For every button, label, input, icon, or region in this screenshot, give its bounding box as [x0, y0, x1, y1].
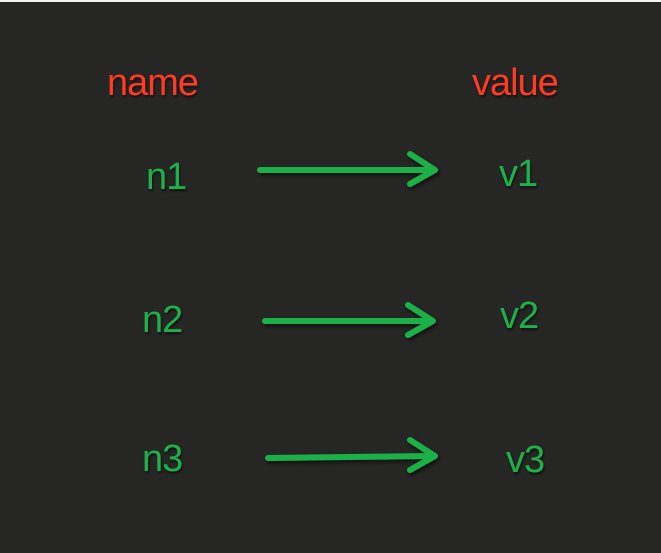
- header-value: value: [472, 62, 559, 104]
- arrow-row-1: [257, 151, 438, 187]
- row-1-value: v1: [499, 153, 538, 195]
- row-3-name: n3: [142, 438, 183, 480]
- row-1-name: n1: [146, 156, 187, 198]
- header-name: name: [107, 62, 199, 104]
- row-2-value: v2: [500, 295, 539, 337]
- row-3-value: v3: [506, 439, 545, 481]
- arrow-row-3: [265, 437, 438, 473]
- arrow-row-2: [262, 302, 436, 338]
- row-2-name: n2: [142, 299, 183, 341]
